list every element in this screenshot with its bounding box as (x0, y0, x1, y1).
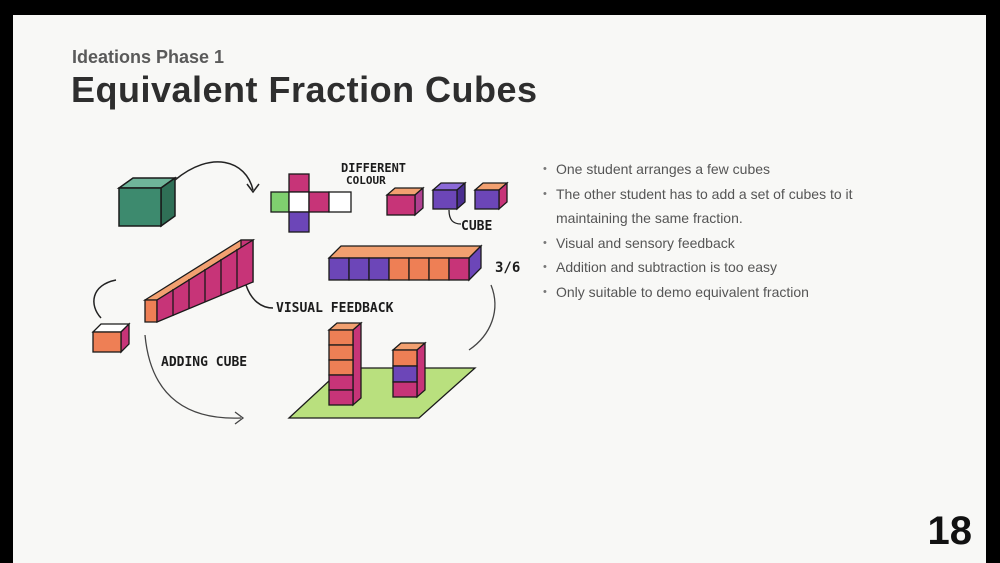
cube-net (270, 173, 352, 233)
small-cube-orange (385, 186, 425, 217)
arrow-to-visual-feedback (245, 284, 274, 309)
label-visual-feedback: VISUAL FEEDBACK (276, 301, 394, 316)
slide-title: Equivalent Fraction Cubes (71, 69, 538, 110)
bullet-list: One student arranges a few cubes The oth… (543, 157, 963, 304)
tower-tall (327, 321, 363, 407)
arrow-fraction-to-base (468, 284, 496, 351)
base-plate (287, 367, 477, 419)
bullet-item: Visual and sensory feedback (543, 231, 963, 256)
cube-stick-diagonal (142, 238, 256, 323)
arrow-cube-to-net (174, 161, 254, 191)
teal-cube (116, 176, 178, 228)
cube-stick-horizontal (327, 244, 483, 282)
small-cube-mixed (473, 181, 509, 211)
tower-short (391, 341, 427, 399)
arrow-adding-to-base (144, 334, 242, 419)
bullet-item-continuation: maintaining the same fraction. (556, 210, 743, 226)
slide: Ideations Phase 1 Equivalent Fraction Cu… (13, 15, 986, 563)
arrow-to-cube-label (448, 209, 462, 225)
label-cube: CUBE (461, 219, 492, 234)
bullet-item: Only suitable to demo equivalent fractio… (543, 280, 963, 305)
page-number: 18 (927, 509, 973, 553)
label-fraction: 3/6 (495, 260, 520, 276)
arrow-left-loop (93, 279, 117, 319)
bullet-item: Addition and subtraction is too easy (543, 255, 963, 280)
small-cube-purple (431, 181, 467, 211)
label-colour: COLOUR (346, 174, 386, 187)
adding-cube (91, 322, 131, 354)
cube-sketch-illustration: DIFFERENT COLOUR CUBE 3/6 (91, 161, 520, 425)
label-different: DIFFERENT (341, 161, 406, 175)
bullet-item: The other student has to add a set of cu… (543, 182, 963, 207)
slide-subtitle: Ideations Phase 1 (72, 47, 225, 67)
bullet-item: One student arranges a few cubes (543, 157, 963, 182)
label-adding-cube: ADDING CUBE (161, 355, 247, 370)
